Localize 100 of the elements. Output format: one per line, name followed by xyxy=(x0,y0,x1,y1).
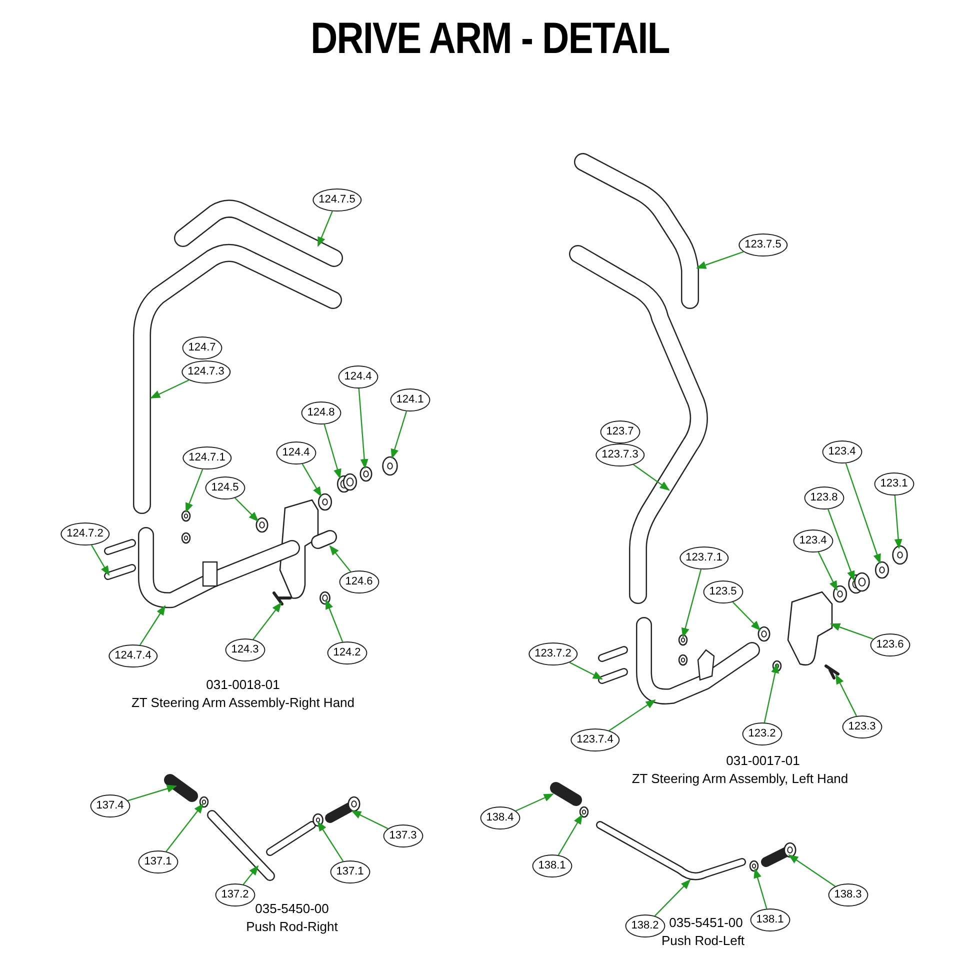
leader-line xyxy=(166,803,204,852)
leader-line xyxy=(569,662,603,680)
steering-arm-tube xyxy=(138,527,300,608)
callout-number: 124.1 xyxy=(390,388,430,412)
bolt xyxy=(598,668,628,684)
leader-line xyxy=(633,464,670,491)
leader-line xyxy=(329,545,352,572)
callout-number: 123.7.2 xyxy=(528,642,578,666)
callout-number: 138.1 xyxy=(532,854,572,878)
leader-line xyxy=(608,699,656,732)
leader-line xyxy=(828,509,855,581)
bushing xyxy=(892,545,908,565)
bushing xyxy=(382,456,398,476)
handlebar-tube xyxy=(133,244,342,514)
leader-line xyxy=(140,605,166,646)
bolt xyxy=(104,564,136,580)
callout-number: 137.1 xyxy=(330,860,370,884)
leader-line xyxy=(788,854,836,887)
callout-number: 124.3 xyxy=(225,638,265,662)
washer xyxy=(360,466,372,482)
leader-line xyxy=(390,411,408,459)
part-number: 031-0018-01 xyxy=(206,677,280,692)
rod-end xyxy=(325,796,360,823)
leader-line xyxy=(894,495,902,549)
rod-end xyxy=(761,842,796,867)
callout-number: 137.1 xyxy=(138,850,178,874)
push-rod xyxy=(596,821,746,880)
leader-line xyxy=(818,552,838,591)
callout-number: 123.7.4 xyxy=(570,728,620,752)
nut xyxy=(579,806,589,818)
washer xyxy=(832,585,848,603)
part-number: 035-5451-00 xyxy=(669,915,743,930)
callout-number: 123.7.1 xyxy=(680,546,728,570)
stud xyxy=(824,664,840,680)
callout-number: 124.7.5 xyxy=(312,188,362,212)
part-number: 031-0017-01 xyxy=(726,753,800,768)
callout-number: 138.4 xyxy=(480,806,520,830)
leader-line xyxy=(317,211,333,247)
leader-line xyxy=(732,602,761,631)
callout-number: 123.6 xyxy=(870,634,910,656)
washer xyxy=(874,561,890,579)
nut xyxy=(772,660,782,672)
part-name: Push Rod-Right xyxy=(246,919,338,934)
callout-number: 124.7.4 xyxy=(108,644,158,668)
leader-line xyxy=(681,569,702,638)
leader-line xyxy=(835,674,858,716)
callout-number: 137.3 xyxy=(383,824,423,848)
nut xyxy=(199,796,209,808)
callout-number: 138.2 xyxy=(625,914,665,938)
ball-joint xyxy=(164,774,198,802)
callout-number: 138.1 xyxy=(750,908,790,932)
leader-line xyxy=(358,388,368,469)
callout-number: 124.7.2 xyxy=(60,522,110,546)
leader-line xyxy=(234,498,259,522)
leader-line xyxy=(558,814,583,856)
leader-line xyxy=(830,623,874,640)
nut xyxy=(749,860,759,872)
callout-number: 123.5 xyxy=(703,580,743,604)
part-name: ZT Steering Arm Assembly-Right Hand xyxy=(132,695,354,710)
stud xyxy=(272,592,292,606)
callout-number: 123.3 xyxy=(842,716,882,738)
leader-line xyxy=(515,793,554,812)
leader-line xyxy=(185,469,204,513)
steering-arm-tube xyxy=(636,617,760,704)
leader-line xyxy=(242,865,259,885)
leader-line xyxy=(90,544,110,576)
title: DRIVE ARM - DETAIL xyxy=(310,14,670,64)
leader-line xyxy=(325,599,344,642)
callout-number: 123.2 xyxy=(742,722,782,746)
nut xyxy=(320,591,330,605)
leader-line xyxy=(696,251,744,269)
callout-number: 123.1 xyxy=(874,472,914,496)
leader-line xyxy=(324,424,342,479)
ball-joint xyxy=(550,782,582,806)
bracket xyxy=(787,591,833,666)
part-number: 035-5450-00 xyxy=(255,901,329,916)
leader-line xyxy=(754,868,768,909)
leader-line xyxy=(252,602,282,640)
callout-number: 137.4 xyxy=(90,794,130,818)
push-rod xyxy=(207,810,316,881)
spring xyxy=(848,572,870,594)
callout-number: 124.6 xyxy=(339,570,379,594)
callout-number: 123.8 xyxy=(804,486,844,510)
callout-number: 138.3 xyxy=(828,884,868,906)
handlebar-tube xyxy=(574,153,699,309)
washer xyxy=(758,626,770,642)
callout-number: 123.7.5 xyxy=(738,234,788,256)
leader-line xyxy=(351,810,388,830)
leader-line xyxy=(654,879,691,916)
leader-line xyxy=(150,380,189,399)
callout-number: 137.2 xyxy=(215,884,255,906)
callout-number: 124.4 xyxy=(338,366,378,388)
leader-line xyxy=(845,463,881,564)
leader-line xyxy=(302,464,322,497)
leader-line xyxy=(128,784,177,802)
nut xyxy=(181,510,191,522)
callout-number: 123.4 xyxy=(793,530,833,552)
bracket xyxy=(279,499,337,599)
callout-number: 124.2 xyxy=(327,642,367,664)
part-name: ZT Steering Arm Assembly, Left Hand xyxy=(632,771,848,786)
